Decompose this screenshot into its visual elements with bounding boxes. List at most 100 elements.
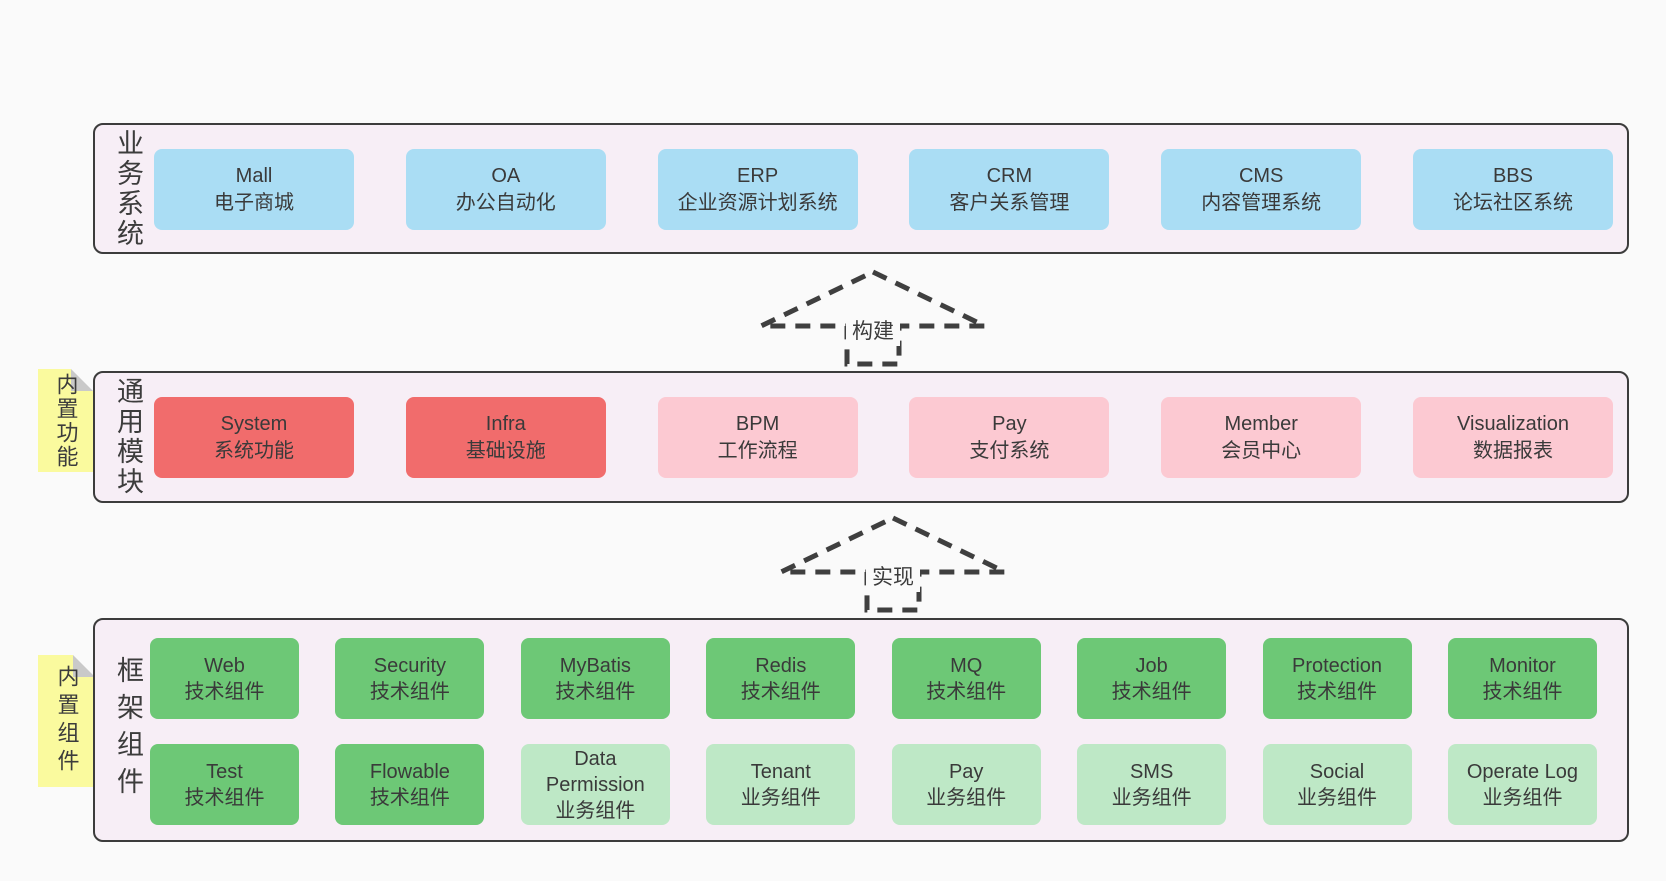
band-label-common-modules: 通用模块 [113,377,143,497]
box-mall: Mall 电子商城 [154,149,354,230]
box-title: Pay [992,412,1027,435]
box-subtitle: 业务组件 [555,799,636,822]
framework-components-row-1: Web 技术组件 Security 技术组件 MyBatis 技术组件 Redi… [150,638,1597,719]
box-title: Operate Log [1466,760,1579,783]
box-subtitle: 会员中心 [1221,439,1302,462]
box-subtitle: 技术组件 [555,680,636,703]
box-title: BPM [735,412,780,435]
band-business-systems: 业务系统 Mall 电子商城 OA 办公自动化 ERP 企业资源计划系统 CRM… [93,123,1629,254]
box-crm: CRM 客户关系管理 [909,149,1110,230]
box-infra: Infra 基础设施 [405,397,606,478]
band-label-business-systems: 业务系统 [113,128,143,249]
box-subtitle: 技术组件 [184,680,265,703]
box-security: Security 技术组件 [335,638,485,719]
box-title: Data Permission [545,747,645,796]
box-flowable: Flowable 技术组件 [335,744,485,825]
folded-corner-icon [71,369,93,391]
box-title: Visualization [1457,412,1569,435]
box-title: Job [1135,654,1168,677]
arrow-build: 构建 [755,266,991,370]
business-systems-row: Mall 电子商城 OA 办公自动化 ERP 企业资源计划系统 CRM 客户关系… [154,149,1613,230]
box-title: Member [1224,412,1298,435]
box-subtitle: 业务组件 [1297,786,1378,809]
box-job: Job 技术组件 [1077,638,1227,719]
box-title: Security [373,654,447,677]
box-pay: Pay 支付系统 [909,397,1110,478]
box-subtitle: 论坛社区系统 [1452,191,1573,214]
box-subtitle: 业务组件 [740,786,821,809]
box-web: Web 技术组件 [150,638,299,719]
box-tenant: Tenant 业务组件 [706,744,856,825]
box-bpm: BPM 工作流程 [657,397,858,478]
box-subtitle: 支付系统 [969,439,1050,462]
box-title: Mall [235,164,273,187]
box-subtitle: 企业资源计划系统 [677,191,838,214]
box-subtitle: 办公自动化 [455,191,556,214]
arrow-label-implement: 实现 [866,560,920,592]
box-subtitle: 技术组件 [1111,680,1192,703]
box-title: CMS [1238,164,1284,187]
box-social: Social 业务组件 [1262,744,1412,825]
box-cms: CMS 内容管理系统 [1161,149,1362,230]
box-pay-component: Pay 业务组件 [891,744,1041,825]
box-title: SMS [1129,760,1174,783]
dashed-up-arrow-icon [779,515,1007,613]
band-framework-components: 框架组件 Web 技术组件 Security 技术组件 MyBatis 技术组件… [93,618,1629,842]
box-title: CRM [986,164,1033,187]
box-protection: Protection 技术组件 [1262,638,1412,719]
box-title: System [220,412,288,435]
box-subtitle: 数据报表 [1472,439,1553,462]
box-title: Pay [948,760,984,783]
box-subtitle: 技术组件 [1482,680,1563,703]
band-common-modules: 通用模块 System 系统功能 Infra 基础设施 BPM 工作流程 Pay… [93,371,1629,503]
band-label-framework-components: 框架组件 [113,656,143,804]
common-modules-row: System 系统功能 Infra 基础设施 BPM 工作流程 Pay 支付系统… [154,397,1613,478]
box-title: BBS [1492,164,1533,187]
sticky-note-builtin-components: 内置组件 [38,655,95,787]
box-title: OA [491,164,521,187]
sticky-note-label: 内置功能 [53,372,79,469]
box-subtitle: 电子商城 [214,191,294,214]
box-title: Flowable [369,760,450,783]
box-erp: ERP 企业资源计划系统 [657,149,858,230]
arrow-implement: 实现 [775,512,1011,616]
box-subtitle: 业务组件 [1111,786,1192,809]
sticky-note-builtin-features: 内置功能 [38,369,93,472]
box-title: Web [204,654,245,677]
box-data-permission: Data Permission 业务组件 [520,744,670,825]
box-subtitle: 业务组件 [1482,786,1563,809]
box-mybatis: MyBatis 技术组件 [520,638,670,719]
dashed-up-arrow-icon [759,269,987,367]
box-member: Member 会员中心 [1161,397,1362,478]
box-title: Test [206,760,243,783]
box-monitor: Monitor 技术组件 [1447,638,1597,719]
box-title: Infra [485,412,526,435]
box-title: Monitor [1489,654,1556,677]
box-subtitle: 技术组件 [184,786,265,809]
box-bbs: BBS 论坛社区系统 [1412,149,1613,230]
box-visualization: Visualization 数据报表 [1412,397,1613,478]
box-title: ERP [737,164,779,187]
box-title: Redis [755,654,807,677]
box-redis: Redis 技术组件 [706,638,856,719]
box-mq: MQ 技术组件 [891,638,1041,719]
box-subtitle: 系统功能 [214,439,294,462]
framework-components-row-2: Test 技术组件 Flowable 技术组件 Data Permission … [150,744,1597,825]
box-title: MyBatis [559,654,631,677]
sticky-note-label: 内置组件 [54,665,80,777]
box-title: MQ [950,654,983,677]
box-subtitle: 客户关系管理 [949,191,1070,214]
box-subtitle: 技术组件 [740,680,821,703]
arrow-label-build: 构建 [846,314,900,346]
box-title: Social [1309,760,1365,783]
box-subtitle: 业务组件 [926,786,1007,809]
box-subtitle: 技术组件 [369,786,450,809]
box-subtitle: 基础设施 [465,439,546,462]
box-system: System 系统功能 [154,397,354,478]
box-subtitle: 技术组件 [369,680,450,703]
box-title: Protection [1292,654,1383,677]
box-subtitle: 技术组件 [1297,680,1378,703]
box-subtitle: 工作流程 [717,439,798,462]
box-subtitle: 内容管理系统 [1201,191,1322,214]
